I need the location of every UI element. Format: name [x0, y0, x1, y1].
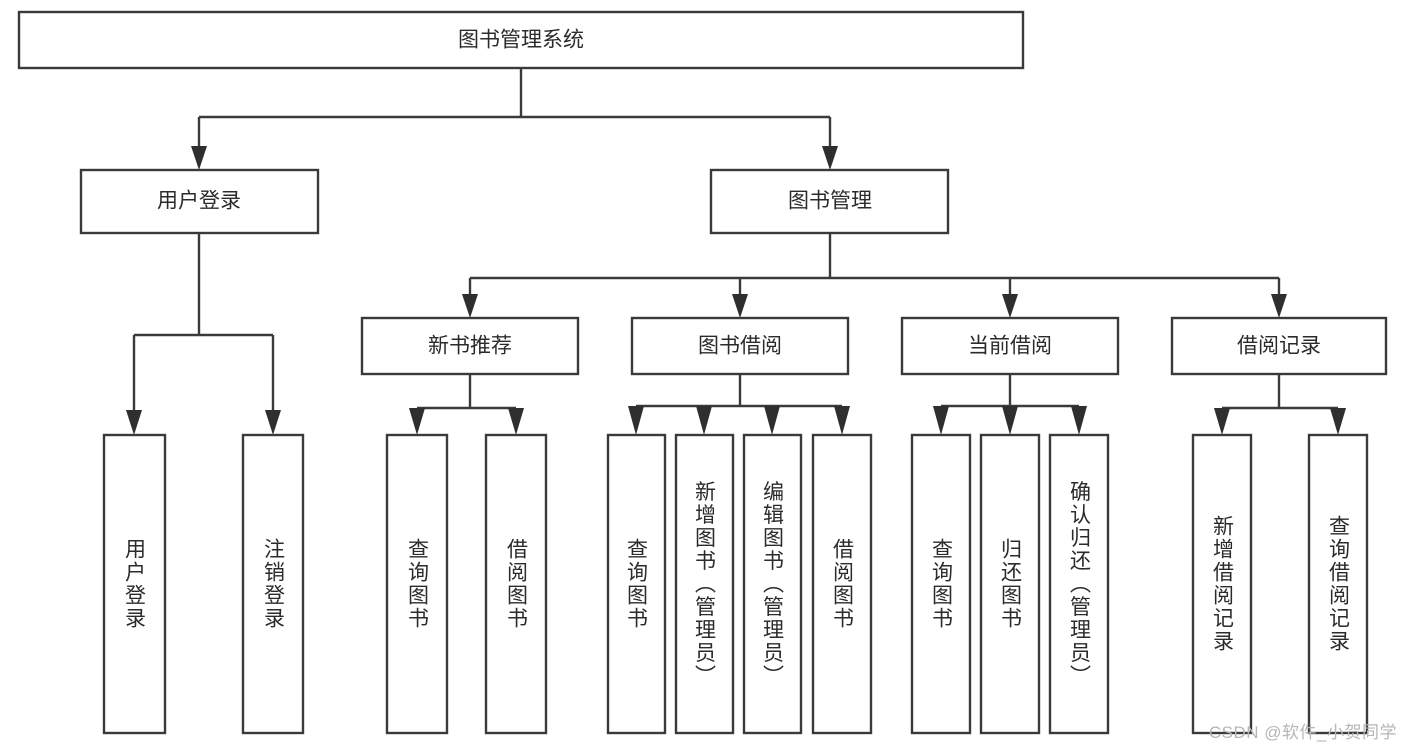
leaf-new-book-1[interactable]: 查询图书: [385, 433, 449, 735]
leaf-book-borrow-3[interactable]: 编辑图书（管理员）: [742, 433, 803, 735]
arrow-book-borrow-child2: [696, 406, 712, 435]
arrow-to-new-book: [462, 294, 478, 318]
node-current-borrow-box[interactable]: [900, 316, 1120, 376]
arrow-to-current-borrow: [1002, 294, 1018, 318]
node-new-book-recommend[interactable]: 新书推荐: [360, 316, 580, 376]
arrow-user-login-child1: [126, 410, 142, 435]
arrow-book-borrow-child3: [764, 406, 780, 435]
leaf-book-borrow-4-label: 借阅图书: [831, 538, 855, 630]
leaf-borrow-record-2-box[interactable]: [1307, 433, 1369, 735]
arrow-to-book-manage: [822, 146, 838, 170]
node-current-borrow-label: 当前借阅: [968, 335, 1052, 358]
leaf-new-book-2[interactable]: 借阅图书: [484, 433, 548, 735]
leaf-book-borrow-2-box[interactable]: [674, 433, 735, 735]
leaf-borrow-record-1-label: 新增借阅记录: [1211, 515, 1235, 653]
node-root[interactable]: 图书管理系统: [17, 10, 1025, 70]
leaf-user-login-2-box[interactable]: [241, 433, 305, 735]
leaf-book-borrow-2-label: 新增图书（管理员）: [693, 481, 717, 688]
node-current-borrow[interactable]: 当前借阅: [900, 316, 1120, 376]
node-user-login[interactable]: 用户登录: [79, 168, 320, 235]
leaf-current-borrow-2-box[interactable]: [979, 433, 1041, 735]
node-root-label: 图书管理系统: [458, 29, 584, 52]
leaf-current-borrow-3-box[interactable]: [1048, 433, 1110, 735]
leaf-current-borrow-2-label: 归还图书: [999, 538, 1023, 630]
leaf-current-borrow-3-label: 确认归还（管理员）: [1068, 481, 1092, 688]
leaf-borrow-record-1[interactable]: 新增借阅记录: [1191, 433, 1253, 735]
leaf-book-borrow-3-box[interactable]: [742, 433, 803, 735]
leaf-borrow-record-2[interactable]: 查询借阅记录: [1307, 433, 1369, 735]
node-book-manage-box[interactable]: [709, 168, 950, 235]
leaf-new-book-1-box[interactable]: [385, 433, 449, 735]
arrow-book-borrow-child4: [834, 406, 850, 435]
arrow-new-book-child2: [508, 408, 524, 435]
node-borrow-record[interactable]: 借阅记录: [1170, 316, 1388, 376]
node-book-borrow-box[interactable]: [630, 316, 850, 376]
arrow-current-borrow-child1: [933, 406, 949, 435]
node-book-manage[interactable]: 图书管理: [709, 168, 950, 235]
node-new-book-recommend-box[interactable]: [360, 316, 580, 376]
leaf-new-book-2-label: 借阅图书: [505, 538, 529, 630]
arrow-to-borrow-record: [1271, 294, 1287, 318]
connector-group: [126, 68, 1346, 435]
node-borrow-record-label: 借阅记录: [1237, 335, 1321, 358]
leaf-current-borrow-1-box[interactable]: [910, 433, 972, 735]
node-book-manage-label: 图书管理: [788, 190, 872, 213]
arrow-current-borrow-child2: [1002, 406, 1018, 435]
leaf-current-borrow-1[interactable]: 查询图书: [910, 433, 972, 735]
leaf-user-login-2-label: 注销登录: [262, 538, 286, 630]
leaf-current-borrow-3[interactable]: 确认归还（管理员）: [1048, 433, 1110, 735]
node-book-borrow-label: 图书借阅: [698, 335, 782, 358]
arrow-user-login-child2: [265, 410, 281, 435]
arrow-to-user-login: [191, 146, 207, 170]
leaf-book-borrow-1[interactable]: 查询图书: [606, 433, 667, 735]
leaf-borrow-record-1-box[interactable]: [1191, 433, 1253, 735]
leaf-book-borrow-2[interactable]: 新增图书（管理员）: [674, 433, 735, 735]
leaf-book-borrow-1-box[interactable]: [606, 433, 667, 735]
leaf-user-login-1-box[interactable]: [102, 433, 167, 735]
node-book-borrow[interactable]: 图书借阅: [630, 316, 850, 376]
leaf-user-login-1-label: 用户登录: [123, 538, 147, 630]
leaf-current-borrow-2[interactable]: 归还图书: [979, 433, 1041, 735]
leaf-current-borrow-1-label: 查询图书: [930, 538, 954, 630]
arrow-current-borrow-child3: [1071, 406, 1087, 435]
csdn-watermark: CSDN @软件_小贺同学: [1208, 723, 1397, 742]
leaf-book-borrow-4[interactable]: 借阅图书: [811, 433, 873, 735]
arrow-to-book-borrow: [732, 294, 748, 318]
leaf-book-borrow-4-box[interactable]: [811, 433, 873, 735]
node-user-login-label: 用户登录: [157, 190, 241, 213]
node-root-box[interactable]: [17, 10, 1025, 70]
node-user-login-box[interactable]: [79, 168, 320, 235]
leaf-borrow-record-2-label: 查询借阅记录: [1327, 515, 1351, 653]
leaf-user-login-2[interactable]: 注销登录: [241, 433, 305, 735]
arrow-borrow-record-child2: [1330, 408, 1346, 435]
node-new-book-recommend-label: 新书推荐: [428, 335, 512, 358]
leaf-new-book-2-box[interactable]: [484, 433, 548, 735]
arrow-borrow-record-child1: [1214, 408, 1230, 435]
arrow-book-borrow-child1: [628, 406, 644, 435]
leaf-book-borrow-1-label: 查询图书: [625, 538, 649, 630]
leaf-new-book-1-label: 查询图书: [406, 538, 430, 630]
leaf-user-login-1[interactable]: 用户登录: [102, 433, 167, 735]
leaf-book-borrow-3-label: 编辑图书（管理员）: [761, 481, 785, 688]
node-borrow-record-box[interactable]: [1170, 316, 1388, 376]
arrow-new-book-child1: [409, 408, 425, 435]
